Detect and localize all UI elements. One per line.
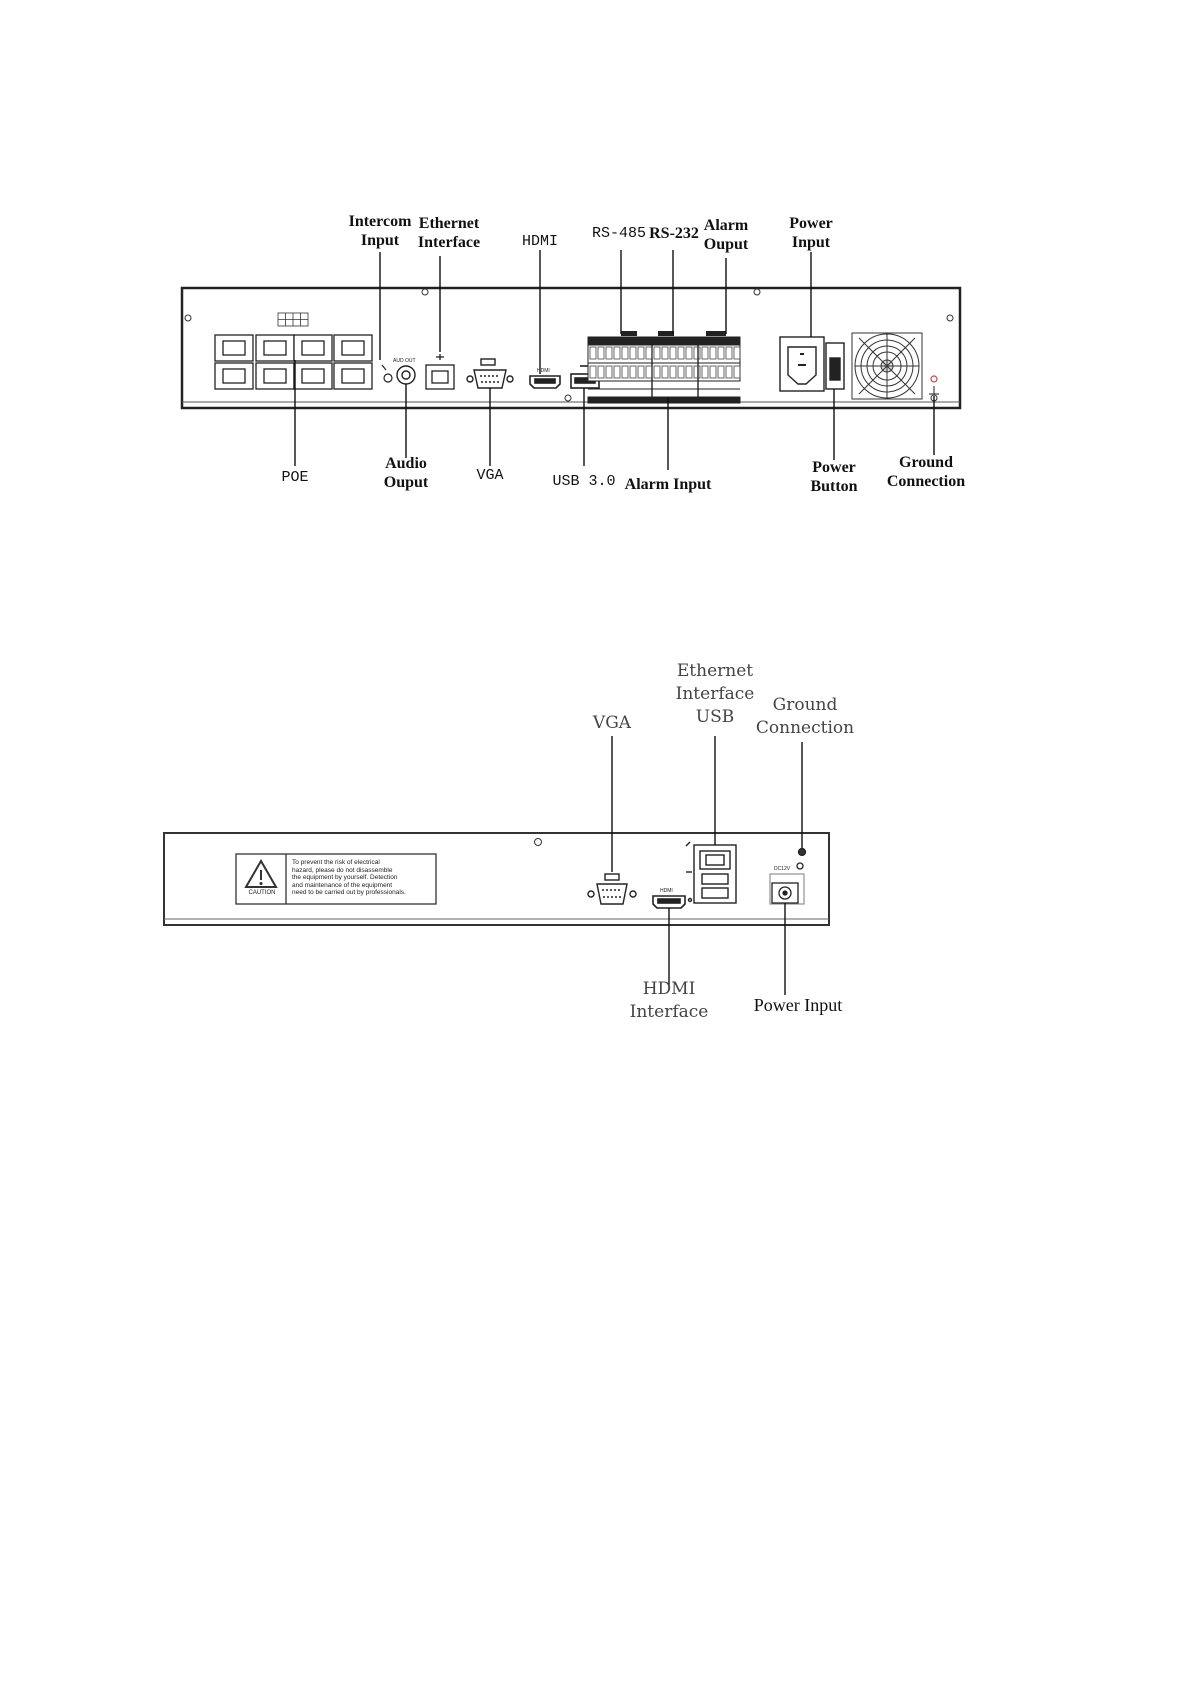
caution-text: To prevent the risk of electrical hazard…	[292, 859, 406, 896]
ethernet-port	[425, 354, 455, 390]
terminal-pin	[589, 365, 597, 379]
terminal-pin	[725, 365, 733, 379]
hdmi-port	[529, 375, 561, 389]
terminal-pin	[701, 346, 709, 360]
label-hdmi: HDMI	[521, 233, 558, 250]
label-alarm-input: Alarm Input	[624, 476, 712, 493]
terminal-pin	[613, 346, 621, 360]
terminal-pin	[725, 346, 733, 360]
label-ground-connection-bottom: Ground Connection	[755, 695, 855, 738]
label-vga-bottom: VGA	[592, 713, 632, 733]
intercom-jack	[381, 364, 393, 383]
label-poe: POE	[281, 469, 309, 486]
ground-screw-bottom	[796, 847, 807, 870]
terminal-pin	[669, 365, 677, 379]
ground-terminal	[929, 375, 939, 395]
terminal-pin	[701, 365, 709, 379]
caution-label	[235, 853, 437, 905]
terminal-pin	[661, 365, 669, 379]
terminal-pin	[693, 346, 701, 360]
hdmi-mark-bottom: HDMI	[660, 888, 673, 894]
terminal-pin	[733, 365, 741, 379]
vga-port	[466, 358, 514, 389]
label-hdmi-interface: HDMI Interface	[629, 979, 709, 1022]
hdmi-port-bottom	[652, 895, 686, 909]
terminal-pin	[677, 346, 685, 360]
terminal-pin	[621, 365, 629, 379]
label-ethernet-usb: Ethernet Interface USB	[675, 661, 755, 727]
poe-ports	[214, 334, 373, 390]
terminal-pin	[733, 346, 741, 360]
label-rs232: RS-232	[649, 225, 699, 242]
terminal-pin	[629, 365, 637, 379]
terminal-pin	[717, 346, 725, 360]
rs232-mark-box	[658, 331, 674, 336]
terminal-pin	[605, 346, 613, 360]
power-switch	[825, 342, 845, 390]
terminal-pin	[693, 365, 701, 379]
terminal-pin	[709, 346, 717, 360]
terminal-pin	[597, 346, 605, 360]
terminal-pin	[717, 365, 725, 379]
power-inlet	[779, 336, 825, 392]
terminal-pin	[589, 346, 597, 360]
terminal-pin	[637, 346, 645, 360]
terminal-pin	[653, 346, 661, 360]
terminal-pin	[613, 365, 621, 379]
terminal-pin	[661, 346, 669, 360]
label-power-input-bottom: Power Input	[753, 995, 843, 1015]
terminal-pin	[605, 365, 613, 379]
rs485-mark-box	[621, 331, 637, 336]
terminal-pin	[685, 365, 693, 379]
hdmi-mark: HDMI	[537, 368, 550, 374]
top-leader-lines	[294, 250, 935, 470]
terminal-pin	[645, 365, 653, 379]
terminal-pin	[709, 365, 717, 379]
terminal-pin	[685, 346, 693, 360]
caution-word: CAUTION	[248, 890, 276, 896]
terminal-pin	[645, 346, 653, 360]
label-usb3: USB 3.0	[552, 473, 616, 490]
terminal-pin	[629, 346, 637, 360]
bottom-rear-panel	[163, 736, 830, 995]
terminal-pin	[653, 365, 661, 379]
aud-out-mark: AUD OUT	[393, 358, 416, 364]
fan	[851, 332, 923, 400]
terminal-pin	[669, 346, 677, 360]
top-rear-panel	[180, 250, 962, 470]
poe-legend	[277, 312, 309, 327]
ethernet-usb-block	[685, 841, 737, 904]
terminal-pin	[597, 365, 605, 379]
terminal-pin	[637, 365, 645, 379]
dc-mark-bottom: DC12V	[774, 866, 791, 872]
terminal-pin	[677, 365, 685, 379]
alm-out-mark-box	[706, 331, 726, 336]
vga-port-bottom	[587, 873, 637, 905]
terminal-pin	[621, 346, 629, 360]
terminal-pins	[589, 346, 741, 379]
bottom-leader-lines	[611, 736, 803, 995]
label-rs485: RS-485	[591, 225, 646, 242]
label-vga: VGA	[476, 467, 504, 484]
